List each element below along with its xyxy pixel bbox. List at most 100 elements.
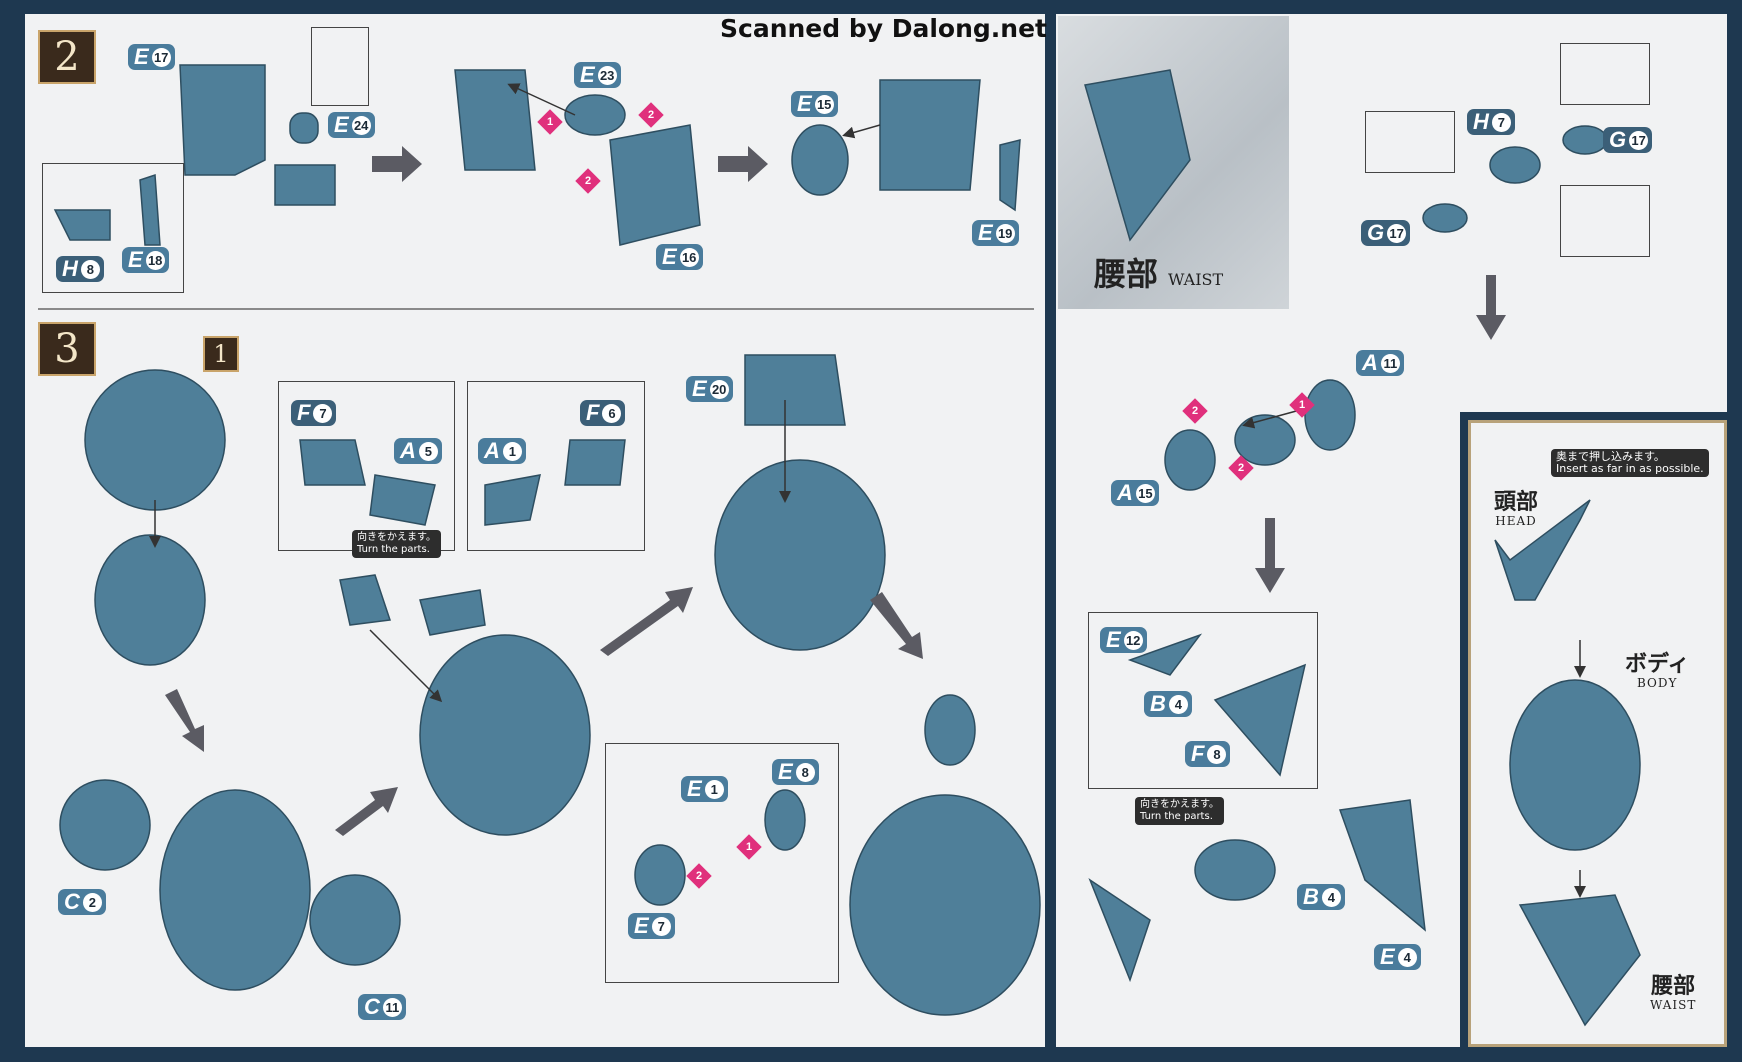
inset-box-g17-left [1365, 111, 1455, 173]
big-arrow-icon [165, 689, 204, 752]
part-c2 [59, 779, 151, 871]
insert-note: 奥まで押し込みます。Insert as far in as possible. [1551, 449, 1709, 477]
inset-box-g17-top [1560, 43, 1650, 105]
big-arrow-icon [335, 787, 398, 836]
neck-part [924, 694, 976, 766]
note-en: Insert as far in as possible. [1556, 462, 1704, 475]
part-e23 [564, 94, 626, 136]
inset-box-e1-e8-e7 [605, 743, 839, 983]
part-a11 [1304, 379, 1356, 451]
inset-box-a1-f6 [467, 381, 645, 551]
waist-final [1518, 894, 1641, 1027]
torso-part-e17 [179, 64, 266, 176]
chest-plate-right [419, 589, 486, 636]
part-g17-h7-assembly [1489, 146, 1541, 184]
part-h8 [53, 209, 111, 241]
waist-photo-part [1084, 69, 1191, 242]
big-arrow-icon [718, 146, 768, 182]
torso-step3-c [419, 634, 591, 836]
note-jp: 奥まで押し込みます。 [1556, 450, 1665, 463]
note-jp: 向きをかえます。 [1140, 799, 1219, 810]
step-2-badge: 2 [38, 30, 96, 84]
torso-step3-b [159, 789, 311, 991]
part-g17 [1562, 125, 1608, 155]
part-e20 [744, 354, 846, 426]
part-e15 [791, 124, 849, 196]
step-3-badge: 3 [38, 322, 96, 376]
part-e4 [1338, 799, 1426, 932]
note-en: Turn the parts. [357, 544, 430, 555]
torso-part [274, 164, 336, 206]
part-e19 [999, 139, 1021, 212]
arrow-icon [1242, 409, 1301, 429]
skirt-left [1088, 878, 1151, 983]
part-g17-b [1422, 203, 1468, 233]
part-e16 [609, 124, 701, 246]
arrow-icon [507, 83, 576, 116]
big-arrow-icon [372, 146, 422, 182]
part-a1 [484, 474, 541, 526]
part-e12 [1127, 633, 1203, 676]
part-e24 [289, 112, 319, 144]
part-a15 [1164, 429, 1216, 491]
torso-step2-result [879, 79, 981, 191]
part-f8 [1213, 663, 1307, 777]
turn-parts-note: 向きをかえます。Turn the parts. [352, 530, 441, 558]
head-part [1494, 499, 1591, 601]
substep-1-badge: 1 [203, 336, 239, 372]
arrow-icon [842, 124, 881, 139]
inset-box-e12-b4-f8 [1088, 612, 1318, 789]
big-arrow-icon [1255, 518, 1285, 593]
big-arrow-icon [600, 587, 693, 656]
waist-joint-b [1194, 839, 1276, 901]
waist-photo-caption: 腰部 WAIST [1094, 255, 1224, 293]
part-e18 [139, 173, 161, 246]
part-e8 [764, 789, 806, 851]
step-divider [38, 308, 1034, 310]
part-c11 [309, 874, 401, 966]
body-final [1509, 679, 1641, 851]
big-arrow-icon [870, 592, 923, 659]
turn-parts-note: 向きをかえます。Turn the parts. [1135, 797, 1224, 825]
inset-box-e24 [311, 27, 369, 106]
note-jp: 向きをかえます。 [357, 532, 436, 543]
caption-en: WAIST [1168, 270, 1224, 289]
part-a5 [369, 474, 436, 526]
part-f6 [564, 439, 626, 486]
note-en: Turn the parts. [1140, 811, 1213, 822]
arrow-icon [369, 629, 443, 703]
big-arrow-icon [1476, 275, 1506, 340]
inset-box-g17-right [1560, 185, 1650, 257]
chest-plate-left [339, 574, 392, 626]
watermark: Scanned by Dalong.net [720, 14, 1048, 43]
caption-jp: 腰部 [1094, 255, 1159, 293]
chest-step3-a [94, 534, 206, 666]
